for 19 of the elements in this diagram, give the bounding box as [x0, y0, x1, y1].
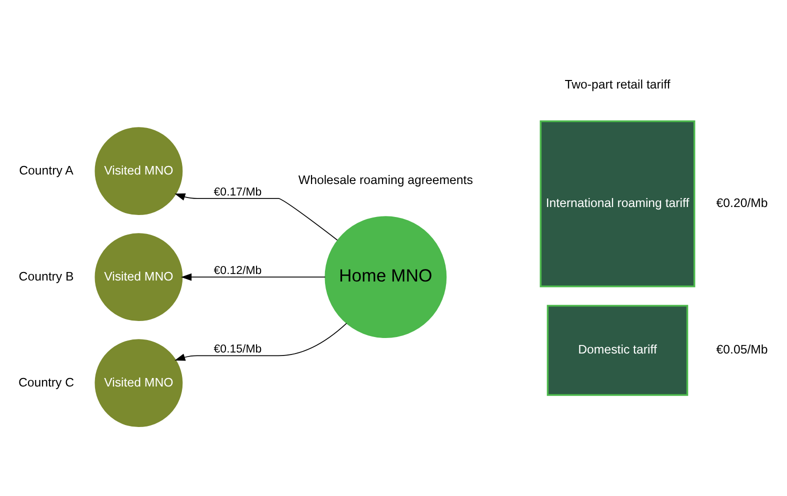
node-circle: Visited MNO [94, 233, 183, 322]
label: Wholesale roaming agreements [298, 173, 473, 188]
node-circle: Visited MNO [94, 339, 183, 428]
label: Two-part retail tariff [564, 78, 670, 92]
node-label: €0.20/Mb [716, 196, 768, 210]
node-label: Country B [18, 269, 74, 284]
edge-label: €0.17/Mb [214, 186, 262, 198]
node-label: €0.05/Mb [716, 342, 768, 357]
arrow [174, 322, 347, 361]
edge-label: €0.12/Mb [214, 264, 262, 277]
node-circle: Visited MNO [94, 127, 183, 216]
arrow [174, 193, 338, 241]
node-circle: Home MNO [324, 216, 447, 338]
node-box: International roaming tariff [540, 120, 696, 288]
arrow [180, 273, 326, 281]
node-label: Country C [18, 375, 74, 390]
node-label: Country A [19, 163, 74, 178]
node-box: Domestic tariff [546, 304, 688, 396]
edge-label: €0.15/Mb [214, 344, 262, 356]
